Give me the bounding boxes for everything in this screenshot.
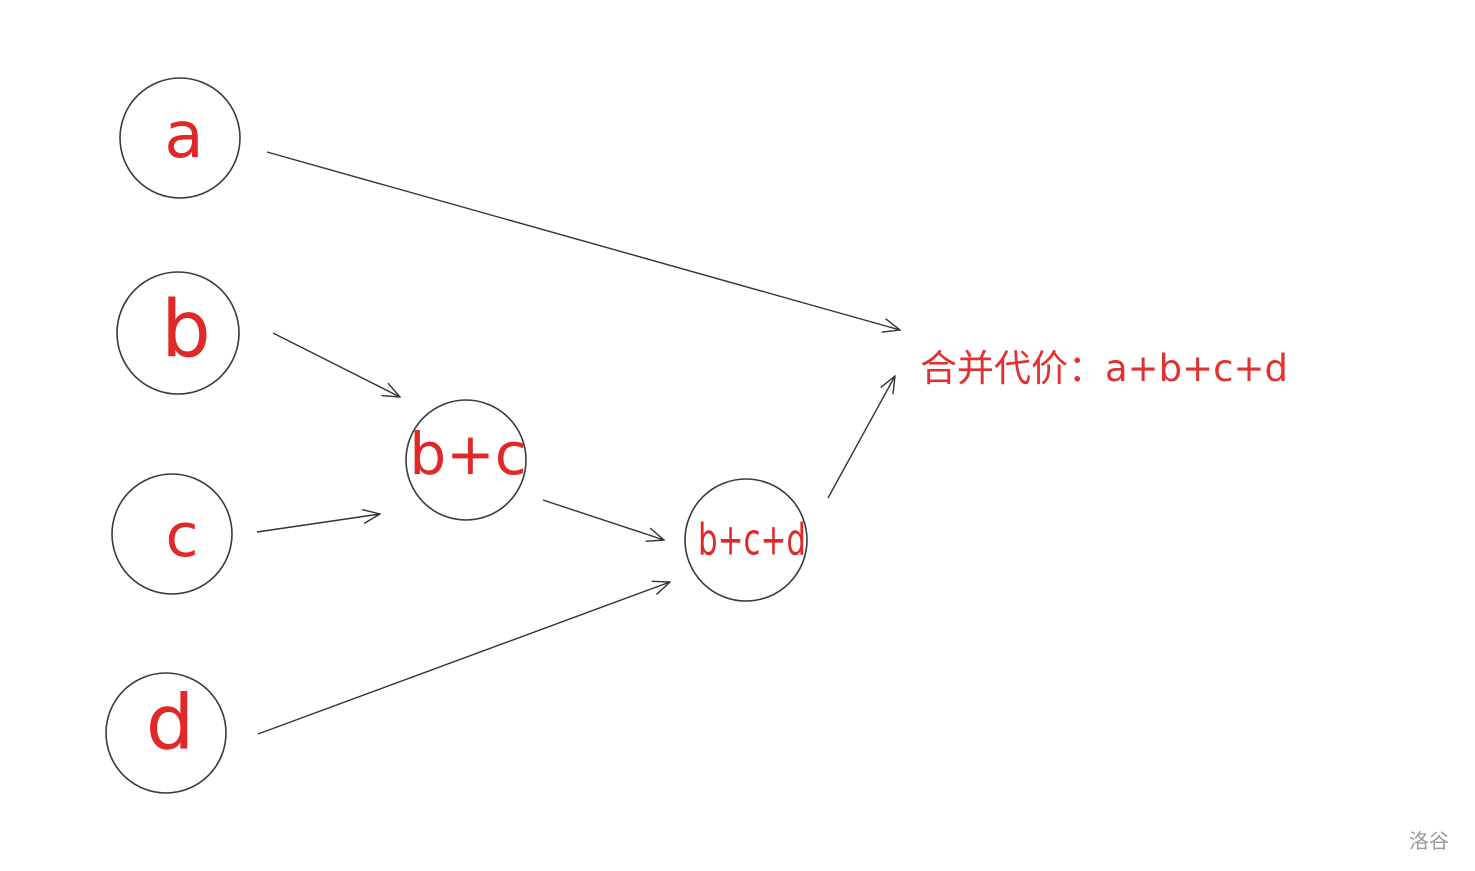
node-b: b	[116, 271, 240, 395]
node-d: d	[105, 672, 227, 794]
node-a-label: a	[164, 99, 203, 173]
node-b-label: b	[161, 285, 211, 375]
node-a: a	[119, 77, 241, 199]
arrow-bcd-to-result	[827, 376, 895, 499]
arrow-c-to-bc	[256, 514, 380, 533]
arrow-b-to-bc	[272, 332, 400, 397]
node-d-label: d	[146, 678, 194, 767]
watermark: 洛谷	[1409, 829, 1449, 853]
node-b-plus-c-plus-d: b+c+d	[684, 478, 808, 602]
merge-cost-label: 合并代价：a+b+c+d	[920, 347, 1288, 390]
node-bcd-label: b+c+d	[698, 515, 806, 566]
node-b-plus-c: b+c	[405, 399, 527, 521]
arrow-d-to-bcd	[257, 582, 670, 735]
arrow-bc-to-bcd	[542, 499, 664, 540]
node-c: c	[111, 473, 233, 595]
node-bc-label: b+c	[409, 420, 526, 488]
node-c-label: c	[166, 501, 199, 571]
arrow-a-to-result	[266, 151, 900, 330]
